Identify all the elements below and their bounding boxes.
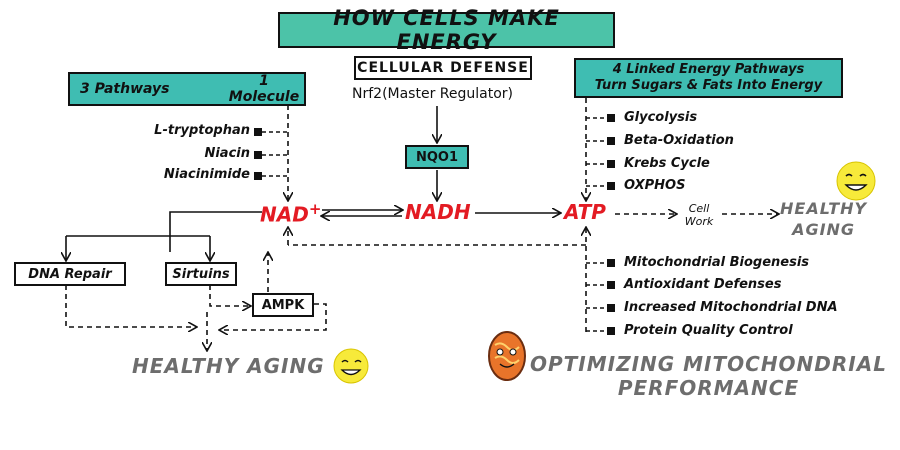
- precursor-label-niacin: Niacin: [204, 146, 250, 161]
- benefit-label-mito-dna: Increased Mitochondrial DNA: [624, 300, 838, 315]
- benefit-label-antioxidant: Antioxidant Defenses: [624, 277, 782, 292]
- precursor-bullet: [254, 128, 262, 136]
- dna-to-aging-arrow: [65, 285, 196, 327]
- nqo1-box: NQO1: [405, 145, 469, 169]
- cell-work-line2: Work: [684, 215, 714, 228]
- cellular-defense-label: CELLULAR DEFENSE: [357, 60, 529, 76]
- smiley-icon: [836, 161, 876, 201]
- pathways-header-box: 3 Pathways 1 Molecule: [68, 72, 306, 106]
- title-box: HOW CELLS MAKE ENERGY: [278, 6, 615, 54]
- cellular-defense-box: CELLULAR DEFENSE: [354, 56, 532, 80]
- energy-header-line1: 4 Linked Energy Pathways: [612, 62, 805, 77]
- nad-branch-line: [169, 211, 262, 252]
- mito-performance-line1: OPTIMIZING MITOCHONDRIAL: [530, 352, 887, 376]
- smiley-icon: [333, 348, 369, 384]
- nrf2-label: Nrf2(Master Regulator): [352, 86, 513, 102]
- benefit-bullet: [607, 281, 615, 289]
- precursor-label-tryptophan: L-tryptophan: [154, 123, 250, 138]
- sirtuins-to-ampk-arrow: [209, 285, 250, 306]
- nad-superscript: +: [308, 200, 322, 218]
- nqo1-label: NQO1: [415, 149, 459, 165]
- sirtuins-box: Sirtuins: [165, 262, 237, 286]
- pathway-label-beta-oxidation: Beta-Oxidation: [624, 133, 734, 148]
- healthy-aging-right-line2: AGING: [792, 220, 856, 239]
- precursor-label-niacinimide: Niacinimide: [163, 167, 250, 182]
- pathway-bullet: [607, 160, 615, 168]
- energy-pathways-header-box: 4 Linked Energy Pathways Turn Sugars & F…: [574, 58, 843, 98]
- benefit-label-biogenesis: Mitochondrial Biogenesis: [624, 255, 810, 270]
- pathway-label-oxphos: OXPHOS: [624, 178, 686, 193]
- molecule-count-label: 1 Molecule: [228, 73, 300, 105]
- dna-repair-box: DNA Repair: [14, 262, 126, 286]
- energy-header-line2: Turn Sugars & Fats Into Energy: [594, 78, 823, 93]
- nad-text: NAD: [260, 202, 309, 227]
- pathway-label-glycolysis: Glycolysis: [624, 110, 698, 125]
- nad-label: NAD+: [260, 200, 321, 227]
- cell-work-label: Cell Work: [678, 202, 720, 228]
- atp-label: ATP: [564, 200, 606, 224]
- bullet-group: [254, 114, 615, 335]
- pathways-count-label: 3 Pathways: [80, 81, 170, 97]
- mito-performance-line2: PERFORMANCE: [617, 376, 800, 400]
- page-title: HOW CELLS MAKE ENERGY: [333, 6, 560, 54]
- benefit-label-protein-qc: Protein Quality Control: [624, 323, 793, 338]
- benefit-bullet: [607, 259, 615, 267]
- healthy-aging-right-label: HEALTHY AGING: [780, 198, 867, 240]
- precursor-bullet: [254, 151, 262, 159]
- precursor-bullet: [254, 172, 262, 180]
- ampk-to-aging-arrow: [220, 303, 327, 330]
- benefit-bullet: [607, 327, 615, 335]
- pathway-label-krebs: Krebs Cycle: [624, 156, 710, 171]
- ampk-box: AMPK: [252, 293, 314, 317]
- pathway-bullet: [607, 182, 615, 190]
- healthy-aging-bottom-label: HEALTHY AGING: [132, 354, 325, 378]
- pathway-bullet: [607, 137, 615, 145]
- ampk-label: AMPK: [261, 297, 305, 313]
- sirtuins-label: Sirtuins: [172, 266, 230, 282]
- mitochondrion-icon: [488, 331, 526, 381]
- healthy-aging-right-line1: HEALTHY: [780, 199, 868, 218]
- pathway-bullet: [607, 114, 615, 122]
- dna-repair-label: DNA Repair: [28, 266, 112, 282]
- mito-performance-label: OPTIMIZING MITOCHONDRIAL PERFORMANCE: [530, 352, 887, 400]
- cell-work-line1: Cell: [688, 202, 710, 215]
- nadh-label: NADH: [405, 200, 471, 224]
- benefit-bullet: [607, 304, 615, 312]
